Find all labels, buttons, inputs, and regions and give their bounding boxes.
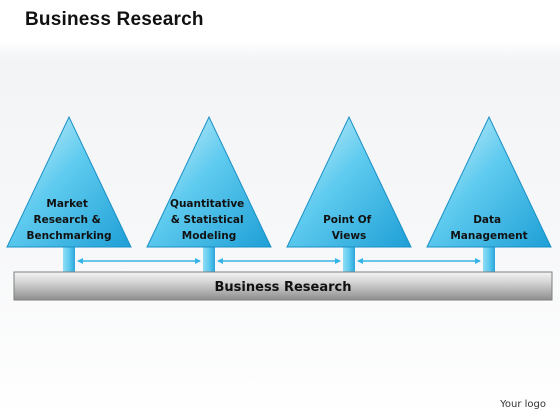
stem-4: [483, 246, 495, 273]
triangle-1-label: Market Research & Benchmarking: [26, 198, 111, 242]
logo-text: Your logo: [500, 399, 546, 410]
triangle-4: [426, 115, 552, 248]
title-band: [0, 0, 560, 44]
stem-2: [203, 246, 215, 273]
stem-1: [63, 246, 75, 273]
base-bar-label: Business Research: [215, 280, 352, 295]
triangle-3: [286, 115, 412, 248]
triangle-2-label: Quantitative & Statistical Modeling: [170, 198, 248, 242]
base-bar: [13, 271, 553, 301]
triangle-2: [146, 115, 272, 248]
triangle-3-label: Point Of Views: [323, 214, 375, 242]
triangle-1: [6, 115, 132, 248]
page-title: Business Research: [25, 9, 204, 30]
triangle-4-label: Data Management: [450, 214, 527, 242]
stem-3: [343, 246, 355, 273]
